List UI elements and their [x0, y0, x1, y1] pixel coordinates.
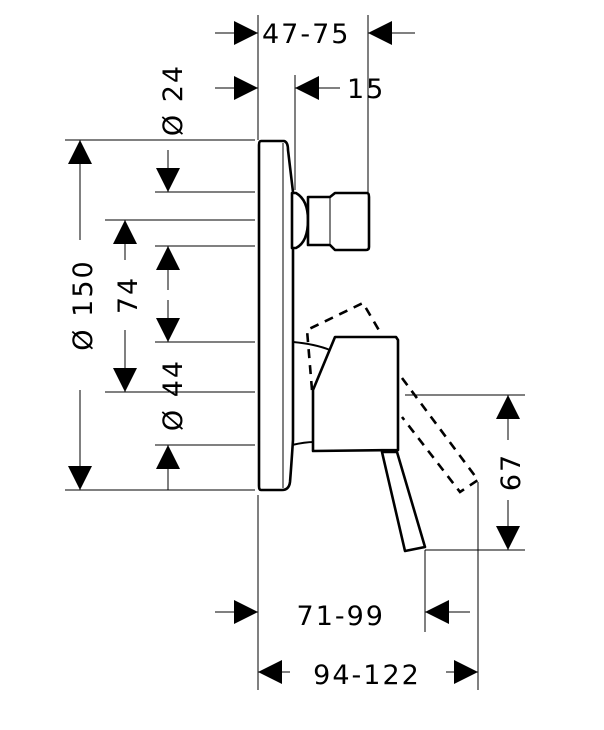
dim-lever-depth: 71-99	[297, 601, 385, 632]
lever	[380, 450, 427, 553]
dim-diverter-diameter: Ø 24	[158, 64, 189, 136]
diverter-knob	[306, 191, 371, 252]
dim-plate-diameter: Ø 150	[68, 259, 99, 350]
lever-alt-position	[305, 301, 480, 494]
dim-total-depth: 94-122	[313, 660, 421, 691]
handle-body	[311, 335, 400, 453]
dim-axis-spacing: 74	[113, 276, 144, 314]
diverter-neck	[290, 191, 310, 250]
dim-handle-diameter: Ø 44	[158, 359, 189, 431]
dimension-arrows	[68, 21, 520, 684]
dim-top-depth: 47-75	[262, 19, 350, 50]
wall-plate	[257, 139, 295, 492]
extension-lines	[65, 15, 525, 690]
dim-diverter-depth: 15	[347, 74, 385, 105]
dim-lever-drop: 67	[496, 453, 527, 491]
mixer-body	[257, 139, 480, 553]
